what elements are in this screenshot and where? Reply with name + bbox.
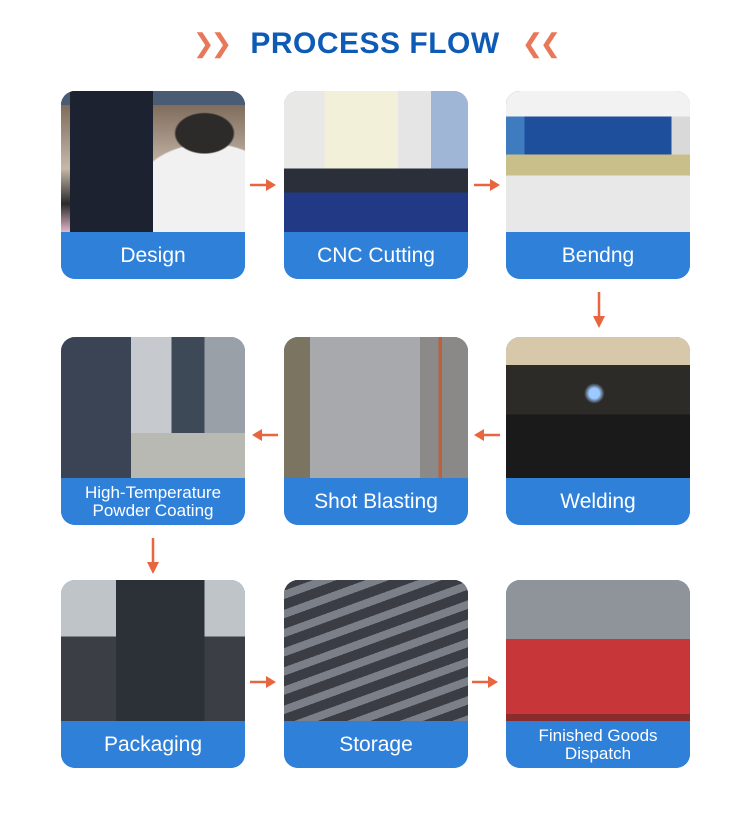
bending-photo bbox=[506, 91, 690, 232]
shot-blasting-photo bbox=[284, 337, 468, 478]
step-card-cnc-cutting: CNC Cutting bbox=[284, 91, 468, 279]
chevron-left-double-icon: ❮❮ bbox=[521, 29, 562, 59]
step-card-dispatch: Finished Goods Dispatch bbox=[506, 580, 690, 768]
step-card-storage: Storage bbox=[284, 580, 468, 768]
step-card-packaging: Packaging bbox=[61, 580, 245, 768]
arrow-down-icon bbox=[147, 538, 159, 574]
step-label: Packaging bbox=[61, 721, 245, 768]
arrow-right-icon bbox=[472, 676, 498, 688]
step-label: Welding bbox=[506, 478, 690, 525]
cnc-cutting-photo bbox=[284, 91, 468, 232]
arrow-left-icon bbox=[252, 429, 278, 441]
step-label: Finished Goods Dispatch bbox=[506, 721, 690, 768]
step-label: Bendng bbox=[506, 232, 690, 279]
step-card-shot-blasting: Shot Blasting bbox=[284, 337, 468, 525]
storage-photo bbox=[284, 580, 468, 721]
design-photo bbox=[61, 91, 245, 232]
step-card-bending: Bendng bbox=[506, 91, 690, 279]
chevron-right-double-icon: ❯❯ bbox=[192, 29, 233, 59]
arrow-right-icon bbox=[250, 676, 276, 688]
page-title: PROCESS FLOW bbox=[250, 27, 500, 60]
arrow-right-icon bbox=[474, 179, 500, 191]
powder-coating-photo bbox=[61, 337, 245, 478]
step-label: Shot Blasting bbox=[284, 478, 468, 525]
step-label: Design bbox=[61, 232, 245, 279]
step-card-welding: Welding bbox=[506, 337, 690, 525]
step-label: High-Temperature Powder Coating bbox=[61, 478, 245, 525]
arrow-left-icon bbox=[474, 429, 500, 441]
welding-photo bbox=[506, 337, 690, 478]
step-label: CNC Cutting bbox=[284, 232, 468, 279]
arrow-right-icon bbox=[250, 179, 276, 191]
step-label: Storage bbox=[284, 721, 468, 768]
step-card-design: Design bbox=[61, 91, 245, 279]
section-header: ❯❯ PROCESS FLOW ❮❮ bbox=[0, 22, 750, 66]
dispatch-photo bbox=[506, 580, 690, 721]
arrow-down-icon bbox=[593, 292, 605, 328]
step-card-powder-coating: High-Temperature Powder Coating bbox=[61, 337, 245, 525]
packaging-photo bbox=[61, 580, 245, 721]
